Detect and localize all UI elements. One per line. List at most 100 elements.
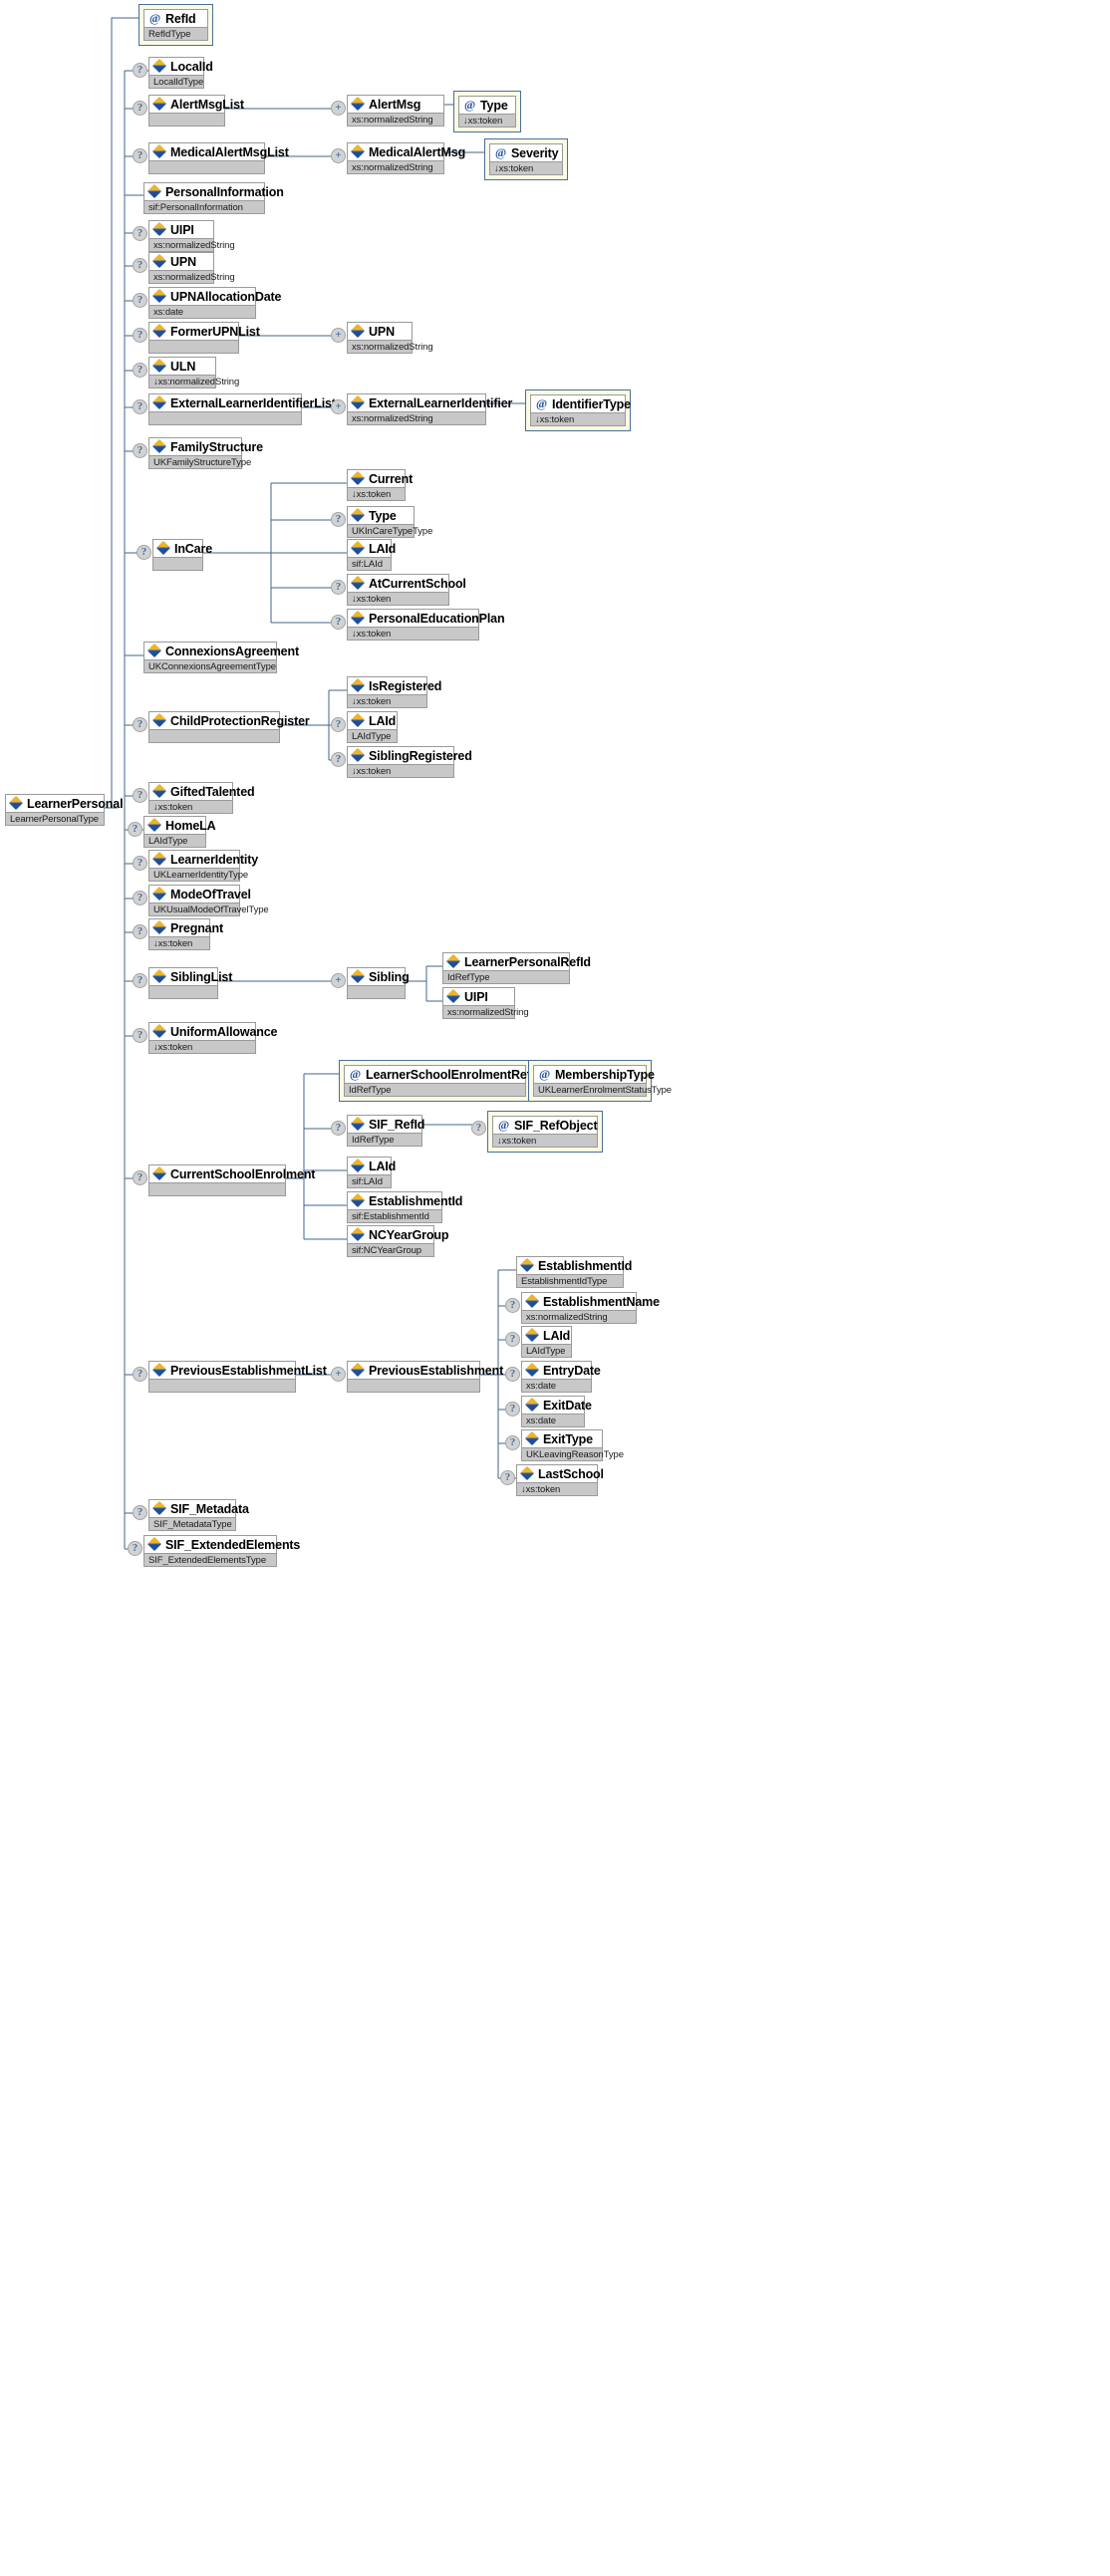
node-type: LAIdType [522, 1344, 571, 1357]
node-title: FamilyStructure [149, 438, 263, 455]
node-title: @SIF_RefObject [493, 1117, 598, 1134]
node-isregistered[interactable]: IsRegistered↓xs:token [347, 676, 441, 708]
node-pe_lastschool[interactable]: LastSchool↓xs:token [516, 1464, 604, 1496]
node-label: LAId [369, 541, 397, 556]
element-icon [352, 145, 365, 158]
node-identifiertype[interactable]: @IdentifierType↓xs:token [525, 389, 631, 431]
optional-marker: ? [331, 615, 346, 630]
node-alertmsg_type[interactable]: @Type↓xs:token [453, 91, 521, 132]
node-incare[interactable]: InCare [152, 539, 212, 571]
optional-marker: ? [133, 258, 147, 273]
node-prevestlist[interactable]: PreviousEstablishmentList [148, 1361, 327, 1393]
node-label: ConnexionsAgreement [165, 644, 299, 658]
node-type: sif:LAId [348, 1174, 391, 1187]
node-box: @IdentifierType↓xs:token [530, 394, 631, 426]
node-giftedtalented[interactable]: GiftedTalented↓xs:token [148, 782, 255, 814]
node-title: @Severity [490, 144, 562, 161]
node-atcurrentschool[interactable]: AtCurrentSchool↓xs:token [347, 574, 466, 606]
element-icon [157, 542, 170, 555]
node-label: ChildProtectionRegister [170, 713, 310, 728]
node-prevest[interactable]: PreviousEstablishment [347, 1361, 503, 1393]
repeating-marker: + [331, 101, 346, 116]
node-label: LAId [369, 713, 397, 728]
element-icon [153, 440, 166, 453]
node-uln[interactable]: ULN↓xs:normalizedString [148, 357, 239, 388]
node-title: IsRegistered [348, 677, 441, 694]
element-icon [447, 955, 460, 968]
node-sif_refobject[interactable]: @SIF_RefObject↓xs:token [487, 1111, 603, 1153]
node-label: ExternalLearnerIdentifier [369, 395, 513, 410]
node-title: MedicalAlertMsg [348, 143, 465, 160]
node-sibling[interactable]: Sibling [347, 967, 410, 999]
node-alertmsglist[interactable]: AlertMsgList [148, 95, 244, 127]
node-siblingregistered[interactable]: SiblingRegistered↓xs:token [347, 746, 472, 778]
node-extlearnlist[interactable]: ExternalLearnerIdentifierList [148, 393, 336, 425]
node-medalertmsglist[interactable]: MedicalAlertMsgList [148, 142, 289, 174]
node-cpr[interactable]: ChildProtectionRegister [148, 711, 310, 743]
node-label: SiblingList [170, 969, 233, 984]
node-type: LAIdType [348, 729, 397, 742]
node-currentschool[interactable]: CurrentSchoolEnrolment [148, 1164, 315, 1196]
element-icon [352, 1159, 365, 1172]
node-title: ULN [149, 358, 215, 375]
node-title: ExternalLearnerIdentifierList [149, 394, 336, 411]
node-learnerpersonal[interactable]: LearnerPersonal LearnerPersonalType [5, 794, 124, 826]
node-label: UIPI [170, 222, 194, 237]
node-title: ChildProtectionRegister [149, 712, 310, 729]
node-current[interactable]: Current↓xs:token [347, 469, 413, 501]
element-icon [352, 714, 365, 727]
node-label: PersonalEducationPlan [369, 611, 505, 626]
node-type: sif:EstablishmentId [348, 1209, 441, 1222]
node-title: GiftedTalented [149, 783, 255, 800]
node-pep[interactable]: PersonalEducationPlan↓xs:token [347, 609, 505, 641]
node-pregnant[interactable]: Pregnant↓xs:token [148, 918, 223, 950]
node-type: EstablishmentIdType [517, 1274, 623, 1287]
node-formerupnlist[interactable]: FormerUPNList [148, 322, 260, 354]
node-type: xs:normalizedString [149, 238, 235, 251]
node-title: PersonalEducationPlan [348, 610, 505, 627]
node-title: AlertMsg [348, 96, 443, 113]
node-severity[interactable]: @Severity↓xs:token [484, 138, 568, 180]
element-icon [148, 644, 161, 657]
node-uniformallowance[interactable]: UniformAllowance↓xs:token [148, 1022, 277, 1054]
node-siblinglist[interactable]: SiblingList [148, 967, 232, 999]
